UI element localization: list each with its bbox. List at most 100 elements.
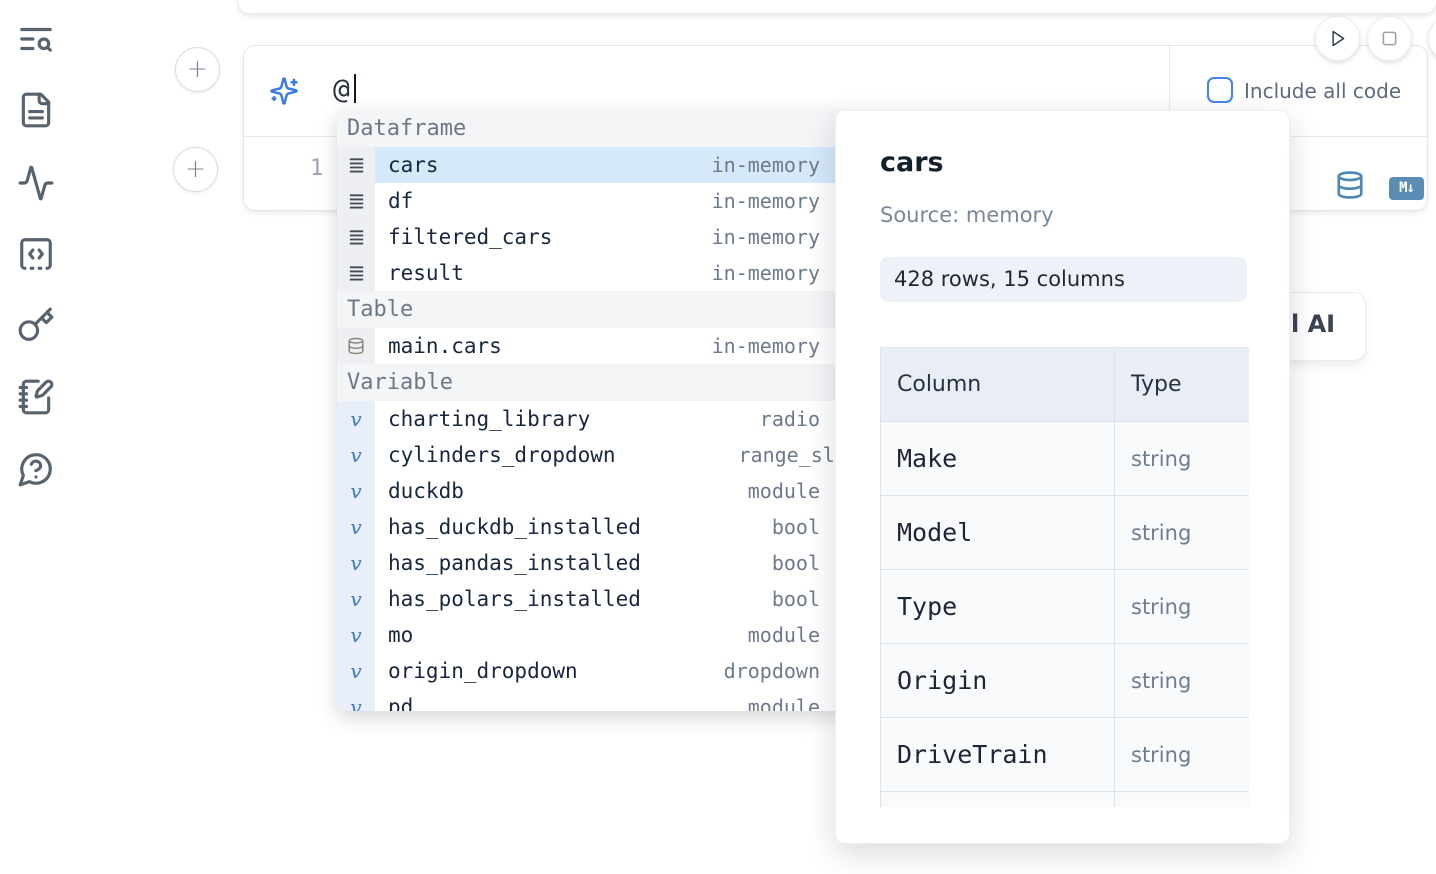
section-header-variable: Variable xyxy=(337,364,845,401)
variable-glyph: v xyxy=(350,589,361,609)
item-name: filtered_cars xyxy=(388,225,552,249)
item-type: in-memory xyxy=(712,189,820,213)
snippets-icon[interactable] xyxy=(17,235,55,273)
text-caret xyxy=(354,74,356,103)
item-name: main.cars xyxy=(388,334,502,358)
activity-tracing-icon[interactable] xyxy=(17,164,55,202)
help-chat-icon[interactable] xyxy=(17,450,55,488)
autocomplete-item-result[interactable]: result in-memory xyxy=(337,255,845,291)
variable-glyph: v xyxy=(350,697,361,711)
autocomplete-dropdown: Dataframe carsin-memory dfin-memory filt… xyxy=(337,110,845,711)
item-name: duckdb xyxy=(388,479,464,503)
schema-row: DriveTrain string xyxy=(881,718,1250,792)
item-name: origin_dropdown xyxy=(388,659,578,683)
item-name: charting_library xyxy=(388,407,590,431)
ai-prompt-input[interactable]: @ xyxy=(333,72,350,105)
autocomplete-item-charting-library[interactable]: v charting_library radio xyxy=(337,401,845,437)
autocomplete-item-df[interactable]: df in-memory xyxy=(337,183,845,219)
dataframe-icon xyxy=(337,255,375,291)
table-database-icon xyxy=(337,328,375,364)
stop-icon xyxy=(1379,28,1400,49)
autocomplete-item-has-pandas-installed[interactable]: v has_pandas_installed bool xyxy=(337,545,845,581)
search-notebook-icon[interactable] xyxy=(17,20,55,58)
variable-icon: v xyxy=(337,437,375,473)
column-type: string xyxy=(1115,570,1250,644)
column-type xyxy=(1115,792,1250,808)
variable-glyph: v xyxy=(350,445,361,465)
add-cell-below-button[interactable]: + xyxy=(173,147,218,192)
more-actions-button[interactable] xyxy=(1428,16,1436,61)
database-icon[interactable] xyxy=(1335,170,1365,200)
item-type: bool xyxy=(772,551,820,575)
item-name: has_pandas_installed xyxy=(388,551,641,575)
variable-icon: v xyxy=(337,473,375,509)
autocomplete-item-main-cars[interactable]: main.cars in-memory xyxy=(337,328,845,364)
autocomplete-item-has-duckdb-installed[interactable]: v has_duckdb_installedbool xyxy=(337,509,845,545)
item-type: bool xyxy=(772,587,820,611)
panel-source: Source: memory xyxy=(880,203,1054,227)
column-name xyxy=(881,792,1115,808)
autocomplete-item-pd[interactable]: v pdmodule xyxy=(337,689,845,711)
item-name: df xyxy=(388,189,413,213)
schema-row: Origin string xyxy=(881,644,1250,718)
line-number: 1 xyxy=(310,156,323,181)
item-type: radio xyxy=(760,407,820,431)
schema-table-wrapper: Column Type Make string Model string Typ… xyxy=(880,347,1249,807)
run-cell-button[interactable] xyxy=(1315,16,1360,61)
item-name: result xyxy=(388,261,464,285)
autocomplete-item-has-polars-installed[interactable]: v has_polars_installed bool xyxy=(337,581,845,617)
schema-row: Model string xyxy=(881,496,1250,570)
column-type: string xyxy=(1115,496,1250,570)
item-name: cars xyxy=(388,153,439,177)
file-explorer-icon[interactable] xyxy=(17,91,55,129)
autocomplete-item-origin-dropdown[interactable]: v origin_dropdown dropdown xyxy=(337,653,845,689)
column-type: string xyxy=(1115,718,1250,792)
panel-shape-badge: 428 rows, 15 columns xyxy=(880,257,1247,302)
item-type: in-memory xyxy=(712,153,820,177)
variable-icon: v xyxy=(337,581,375,617)
item-type: module xyxy=(748,623,820,647)
secrets-key-icon[interactable] xyxy=(17,306,55,344)
item-type: bool xyxy=(772,515,820,539)
item-type: dropdown xyxy=(724,659,820,683)
include-all-code-checkbox[interactable] xyxy=(1207,77,1233,103)
autocomplete-item-duckdb[interactable]: v duckdb module xyxy=(337,473,845,509)
autocomplete-item-cylinders-dropdown[interactable]: v cylinders_dropdown range_slider xyxy=(337,437,845,473)
schema-row: Make string xyxy=(881,422,1250,496)
schema-row-partial xyxy=(881,792,1250,808)
variable-glyph: v xyxy=(350,661,361,681)
type-header: Type xyxy=(1115,348,1250,422)
item-name: has_polars_installed xyxy=(388,587,641,611)
markdown-export-icon[interactable]: M↓ xyxy=(1389,177,1424,200)
column-type: string xyxy=(1115,644,1250,718)
item-type: in-memory xyxy=(712,334,820,358)
schema-row: Type string xyxy=(881,570,1250,644)
item-type: module xyxy=(748,479,820,503)
variable-icon: v xyxy=(337,689,375,711)
item-name: cylinders_dropdown xyxy=(388,443,616,467)
stop-button[interactable] xyxy=(1367,16,1412,61)
item-name: pd xyxy=(388,695,413,711)
column-name: Make xyxy=(881,422,1115,496)
column-header: Column xyxy=(881,348,1115,422)
dataframe-icon xyxy=(337,183,375,219)
variable-glyph: v xyxy=(350,409,361,429)
item-type: range_slider xyxy=(739,443,846,467)
autocomplete-item-filtered-cars[interactable]: filtered_carsin-memory xyxy=(337,219,845,255)
section-header-table: Table xyxy=(337,291,845,328)
variable-icon: v xyxy=(337,545,375,581)
autocomplete-item-mo[interactable]: v momodule xyxy=(337,617,845,653)
panel-title: cars xyxy=(880,147,944,178)
variable-glyph: v xyxy=(350,625,361,645)
dataframe-icon xyxy=(337,147,375,183)
schema-table: Column Type Make string Model string Typ… xyxy=(880,347,1249,807)
variable-glyph: v xyxy=(350,553,361,573)
ai-button-label: l AI xyxy=(1291,310,1335,338)
autocomplete-item-cars[interactable]: cars in-memory xyxy=(337,147,845,183)
variable-icon: v xyxy=(337,509,375,545)
scratchpad-icon[interactable] xyxy=(17,378,55,416)
dataframe-icon xyxy=(337,219,375,255)
column-type: string xyxy=(1115,422,1250,496)
add-cell-above-button[interactable]: + xyxy=(175,47,220,92)
item-type: in-memory xyxy=(712,261,820,285)
